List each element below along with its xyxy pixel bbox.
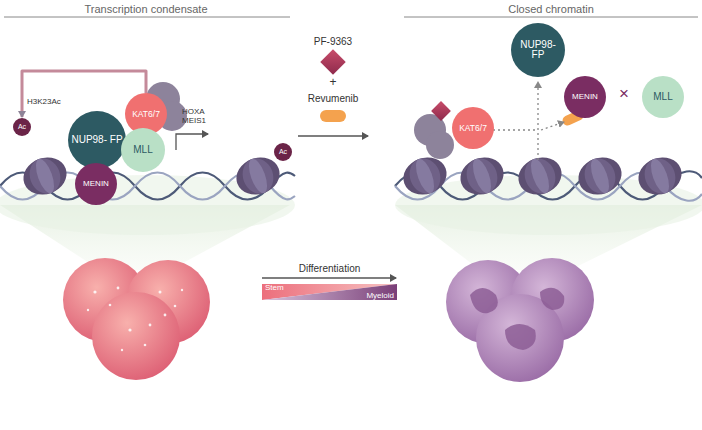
panel-heading: Closed chromatin (400, 3, 702, 15)
node-text: KAT6/7 (459, 124, 487, 133)
mll-protein: MLL (642, 76, 684, 118)
node-text: KAT6/7 (132, 110, 160, 119)
node-text: MLL (133, 145, 152, 156)
node-text: MLL (653, 92, 672, 103)
mll-protein: MLL (121, 128, 165, 172)
acetyl-mark: Ac (274, 143, 292, 161)
block-sign: × (612, 85, 636, 104)
stem-cell (63, 258, 210, 380)
plus-sign: + (293, 76, 373, 89)
drug-name: Revumenib (293, 93, 373, 104)
node-text: NUP98- FP (71, 135, 122, 146)
feedback-arrow (22, 71, 146, 117)
band-end-label: Myeloid (366, 292, 394, 300)
menin-protein: MENIN (564, 76, 606, 118)
gene-name: HOXA MEIS1 (182, 108, 216, 126)
complex-subunit (146, 82, 454, 159)
fusion-protein: NUP98- FP (511, 23, 565, 77)
fusion-protein: NUP98- FP (68, 111, 126, 169)
differentiation-arrow (262, 277, 396, 278)
acetyl-mark: Ac (13, 118, 31, 136)
band-start-label: Stem (265, 284, 284, 292)
kat-protein: KAT6/7 (452, 107, 494, 149)
node-text: MENIN (572, 93, 598, 101)
node-text: Ac (279, 148, 287, 155)
drug-name: PF-9363 (293, 36, 373, 47)
node-text: Ac (18, 123, 26, 130)
myeloid-cell (446, 258, 594, 382)
menin-protein: MENIN (75, 163, 117, 205)
header-rule (4, 17, 698, 18)
histone-mark: H3K23Ac (27, 98, 77, 107)
drug-symbol (298, 49, 368, 136)
node-text: NUP98- FP (514, 40, 562, 61)
gradient-band: StemMyeloid (262, 284, 397, 300)
node-text: MENIN (83, 180, 109, 188)
panel-heading: Transcription condensate (0, 3, 292, 15)
process-label: Differentiation (262, 263, 397, 274)
transcription-arrow (176, 134, 208, 150)
